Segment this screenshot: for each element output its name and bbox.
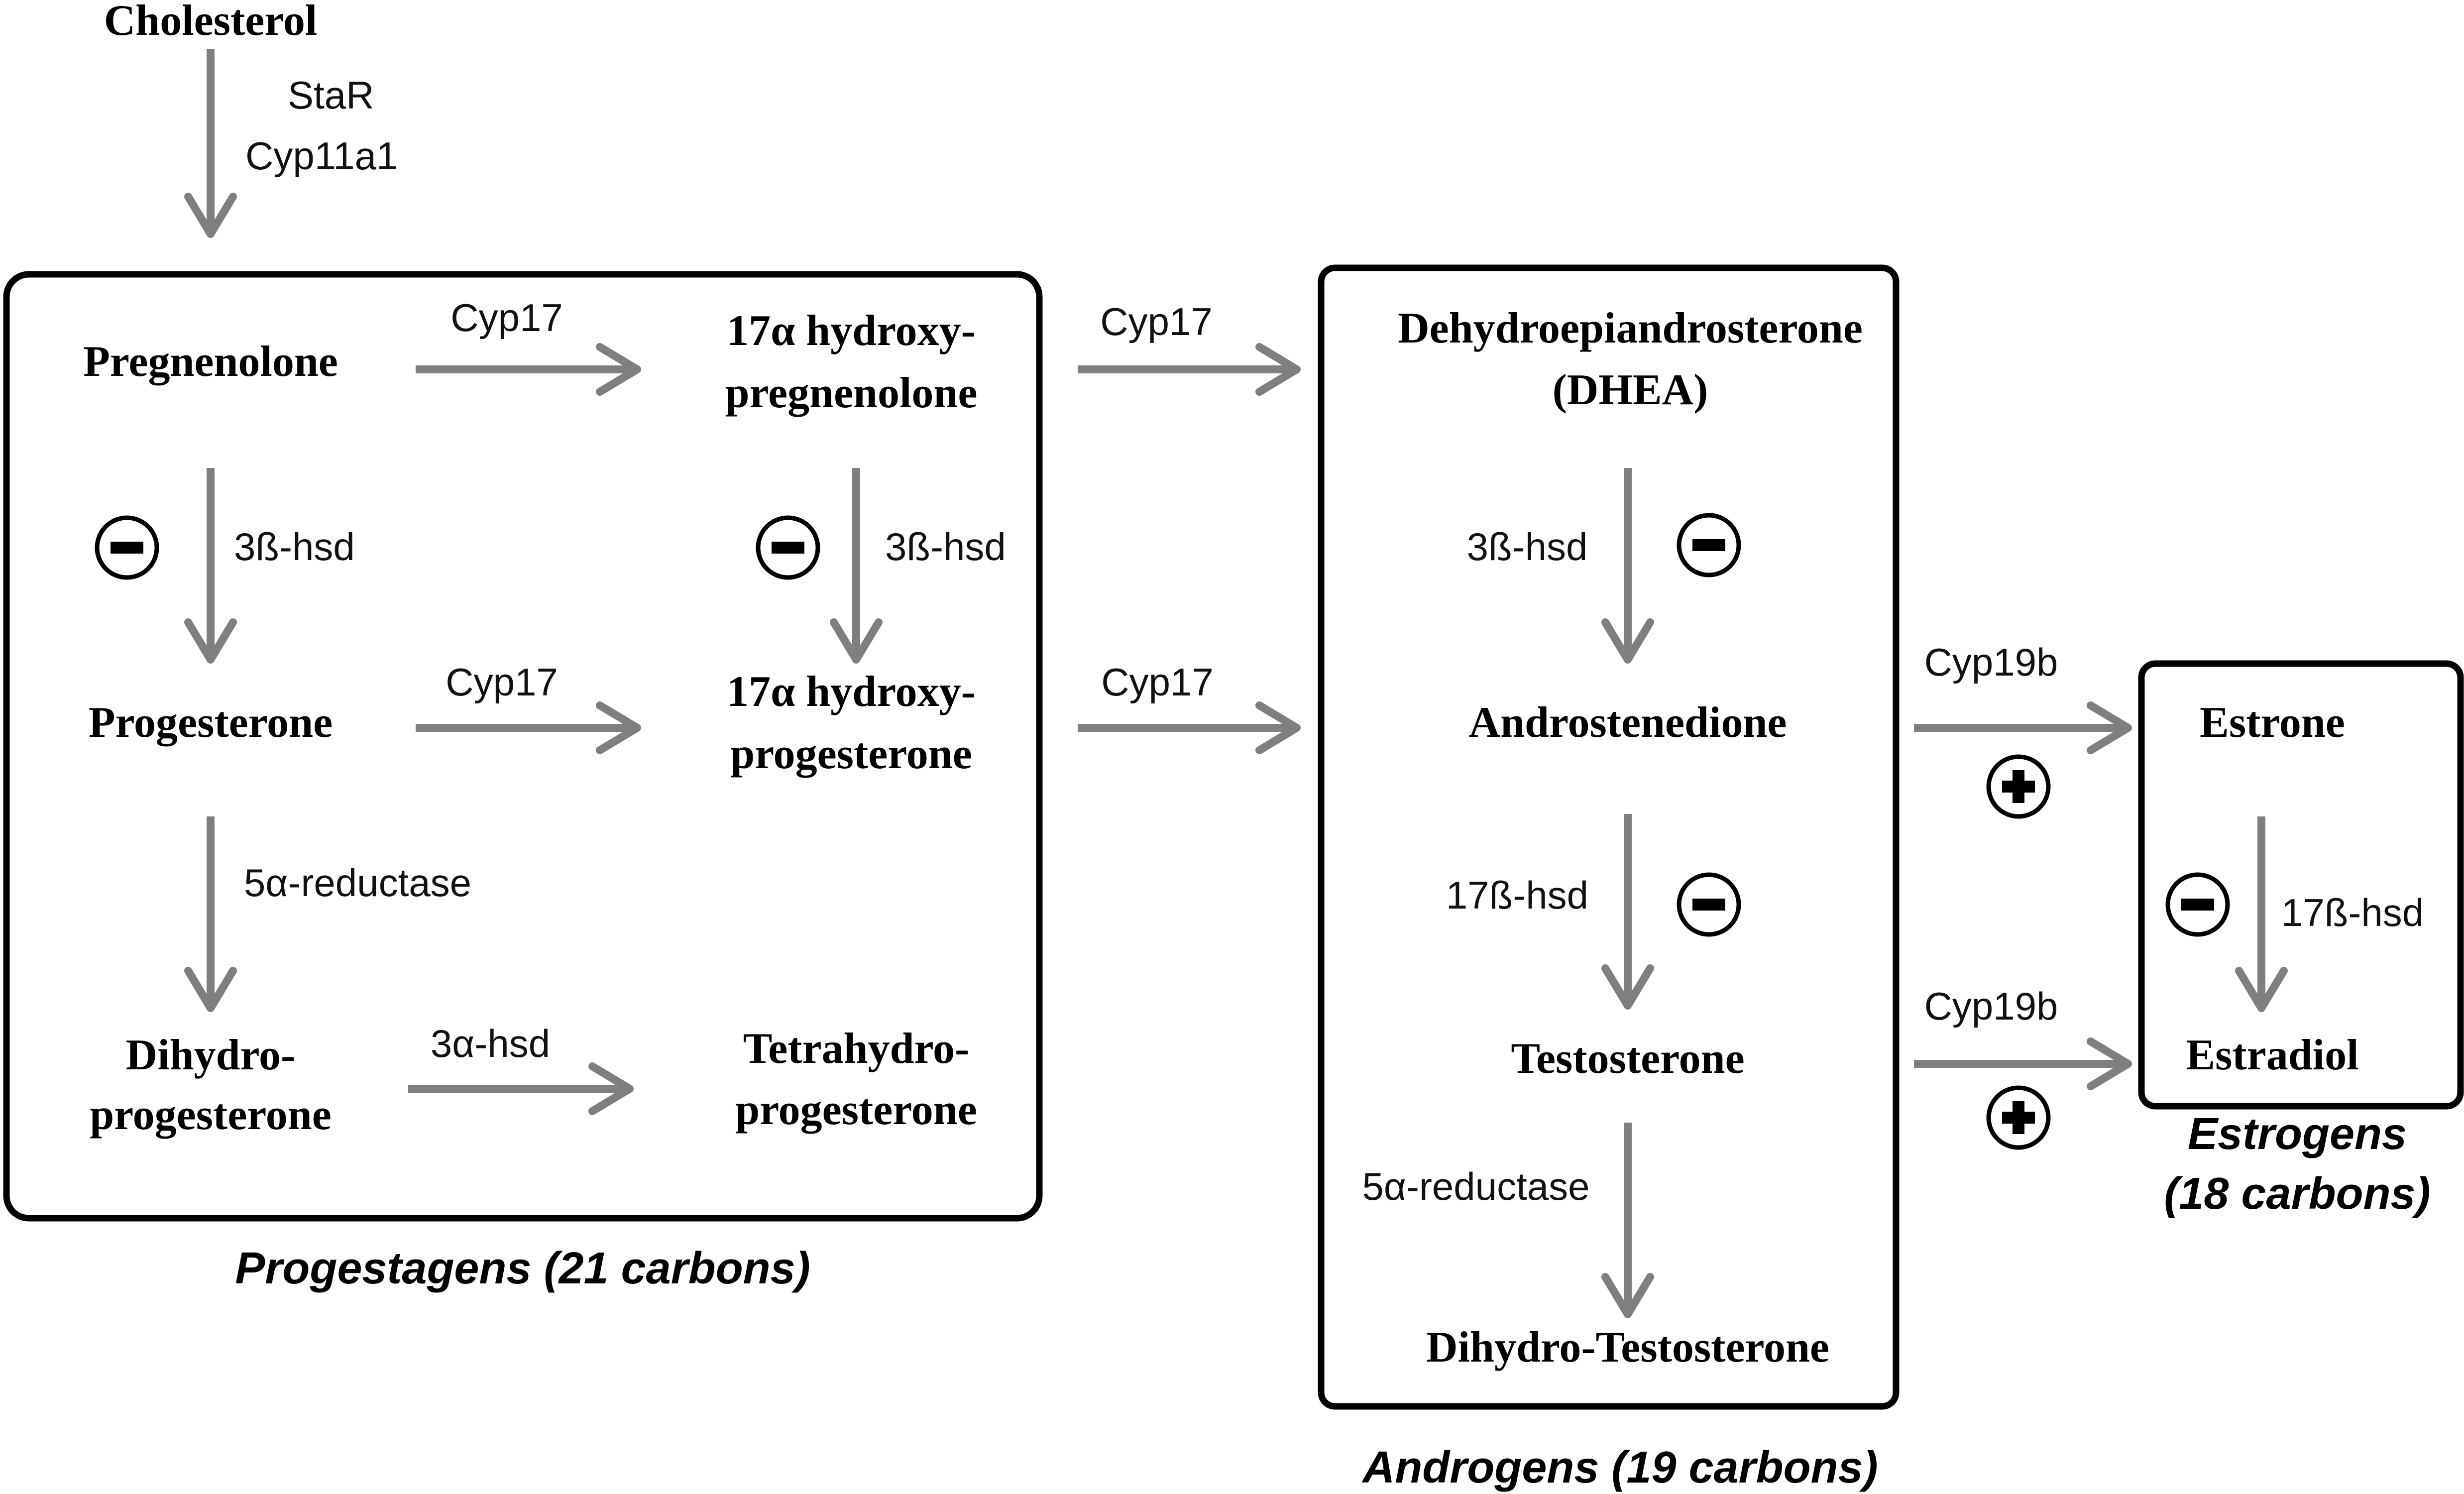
caption-estrogens-line2: (18 carbons) — [2164, 1169, 2430, 1219]
minus-icon — [95, 515, 159, 580]
compound-dhea-line1: Dehydroepiandrosterone — [1398, 304, 1863, 352]
enzyme-cyp19b-testosterone: Cyp19b — [1924, 984, 2058, 1028]
compound-dihydroprogesterone-line2: progesterone — [90, 1091, 332, 1139]
compound-cholesterol: Cholesterol — [104, 0, 318, 45]
arrow-dhea-to-androstenedione — [1601, 468, 1654, 664]
enzyme-17b-hsd-androstenedione: 17ß-hsd — [1446, 873, 1588, 917]
enzyme-17b-hsd-estrone: 17ß-hsd — [2281, 891, 2424, 934]
estrogens-box — [2138, 660, 2464, 1110]
minus-icon — [756, 515, 820, 580]
enzyme-3b-hsd-pregnenolone: 3ß-hsd — [234, 525, 355, 569]
arrow-testosterone-to-dihydrotestosterone — [1601, 1123, 1654, 1318]
compound-hydroxypregnenolone-line1: 17α hydroxy- — [727, 307, 976, 355]
compound-testosterone: Testosterone — [1511, 1034, 1744, 1083]
enzyme-3b-hsd-hydroxypregnenolone: 3ß-hsd — [885, 525, 1006, 569]
enzyme-cyp17-hydroxypregnenolone: Cyp17 — [1100, 300, 1212, 344]
arrow-estrone-to-estradiol — [2235, 816, 2288, 1012]
arrow-hydroxypregnenolone-to-dhea — [1078, 343, 1301, 396]
progestagens-box — [3, 271, 1043, 1222]
compound-dhea-line2: (DHEA) — [1553, 366, 1708, 414]
arrow-pregnenolone-to-hydroxypregnenolone — [416, 343, 641, 396]
compound-progesterone: Progesterone — [89, 698, 333, 747]
arrow-dihydroprogesterone-to-tetrahydroprogesterone — [408, 1062, 634, 1115]
enzyme-5a-reductase-progesterone: 5α-reductase — [244, 861, 471, 905]
compound-estradiol: Estradiol — [2186, 1031, 2358, 1079]
arrow-hydroxypregnenolone-to-hydroxyprogesterone — [830, 468, 883, 664]
arrow-hydroxyprogesterone-to-androstenedione — [1078, 701, 1301, 754]
plus-icon — [1986, 1085, 2051, 1150]
enzyme-5a-reductase-testosterone: 5α-reductase — [1362, 1164, 1590, 1208]
caption-androgens: Androgens (19 carbons) — [1361, 1443, 1878, 1493]
arrow-androstenedione-to-estrone — [1914, 701, 2132, 754]
arrow-progesterone-to-hydroxyprogesterone — [416, 701, 641, 754]
compound-dihydroprogesterone-line1: Dihydro- — [126, 1031, 296, 1079]
enzyme-star: StaR — [288, 73, 374, 117]
plus-icon — [1986, 754, 2051, 819]
compound-pregnenolone: Pregnenolone — [83, 338, 338, 386]
compound-hydroxyprogesterone-line1: 17α hydroxy- — [727, 668, 976, 716]
enzyme-3b-hsd-dhea: 3ß-hsd — [1467, 525, 1588, 569]
caption-progestagens: Progestagens (21 carbons) — [235, 1244, 810, 1293]
enzyme-cyp19b-androstenedione: Cyp19b — [1924, 640, 2058, 684]
compound-hydroxyprogesterone-line2: progesterone — [730, 730, 972, 778]
compound-hydroxypregnenolone-line2: pregnenolone — [725, 369, 978, 417]
enzyme-cyp11a1: Cyp11a1 — [245, 134, 398, 178]
compound-androstenedione: Androstenedione — [1469, 698, 1787, 747]
enzyme-cyp17-progesterone: Cyp17 — [446, 660, 558, 704]
caption-estrogens-line1: Estrogens — [2188, 1109, 2407, 1159]
compound-dihydrotestosterone: Dihydro-Testosterone — [1426, 1323, 1829, 1372]
minus-icon — [2165, 872, 2230, 937]
enzyme-3a-hsd: 3α-hsd — [431, 1022, 550, 1065]
arrow-pregnenolone-to-progesterone — [184, 468, 237, 664]
arrow-progesterone-to-dihydroprogesterone — [184, 816, 237, 1012]
enzyme-cyp17-pregnenolone: Cyp17 — [450, 296, 562, 340]
arrow-cholesterol-to-pregnenolone — [184, 49, 237, 238]
compound-estrone: Estrone — [2200, 698, 2345, 747]
minus-icon — [1677, 872, 1741, 937]
androgens-box — [1318, 264, 1900, 1410]
compound-tetrahydroprogesterone-line1: Tetrahydro- — [743, 1025, 970, 1073]
arrow-testosterone-to-estradiol — [1914, 1037, 2132, 1090]
arrow-androstenedione-to-testosterone — [1601, 814, 1654, 1010]
enzyme-cyp17-hydroxyprogesterone: Cyp17 — [1101, 660, 1213, 704]
minus-icon — [1677, 513, 1741, 577]
compound-tetrahydroprogesterone-line2: progesterone — [735, 1086, 977, 1134]
